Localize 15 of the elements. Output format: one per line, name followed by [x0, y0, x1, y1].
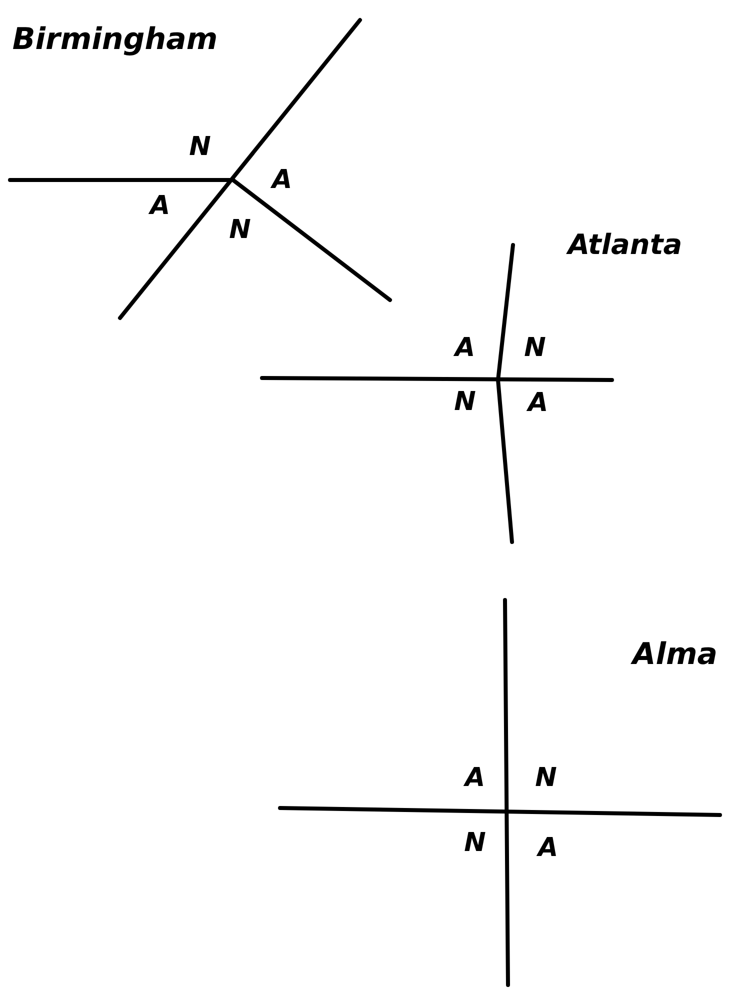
place-name: Birmingham — [12, 25, 218, 55]
letter-label: A — [272, 167, 292, 193]
letter-label: N — [454, 389, 476, 415]
letter-label: N — [524, 335, 546, 361]
letter-label: N — [229, 217, 251, 243]
place-name: Atlanta — [568, 231, 682, 259]
letter-label: N — [189, 134, 211, 160]
letter-label: N — [464, 830, 486, 856]
letter-label: N — [535, 765, 557, 791]
letter-label: A — [538, 835, 558, 861]
letter-label: A — [150, 193, 170, 219]
place-name: Alma — [632, 640, 718, 670]
letter-label: A — [528, 390, 548, 416]
letter-label: A — [464, 765, 486, 791]
letter-label: A — [454, 335, 476, 361]
